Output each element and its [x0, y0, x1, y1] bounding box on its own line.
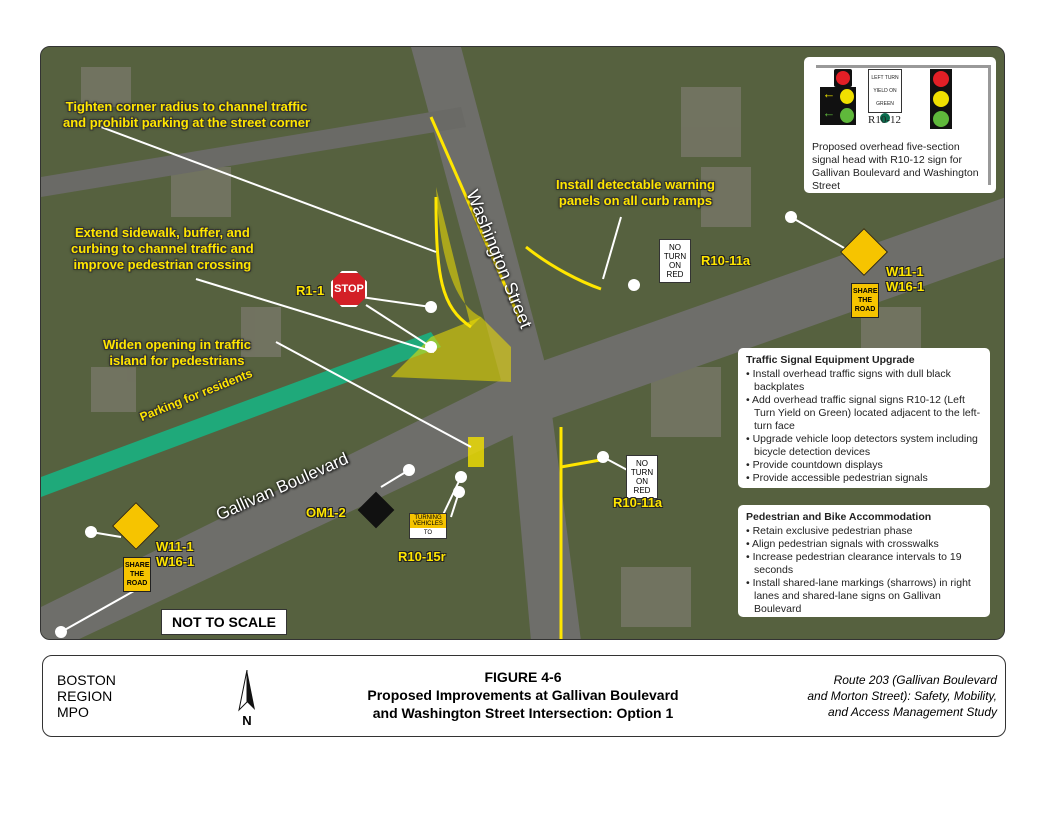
not-to-scale-label: NOT TO SCALE	[161, 609, 287, 635]
figure-number: FIGURE 4-6	[484, 669, 562, 685]
ped-bike-accommodation-box: Pedestrian and Bike Accommodation Retain…	[738, 505, 990, 617]
traffic-box-title: Traffic Signal Equipment Upgrade	[746, 354, 915, 366]
annotation-corner-radius: Tighten corner radius to channel traffic…	[63, 99, 311, 130]
five-section-signal-icon: ←←	[820, 87, 856, 125]
list-item: Align pedestrian signals with crosswalks	[746, 538, 982, 551]
sign-code-r10-11a-bottom: R10-11a	[613, 495, 663, 510]
stop-sign: STOP	[331, 271, 367, 307]
signal-head-legend: ←← LEFT TURN YIELD ON GREEN R10-12 Propo…	[804, 57, 996, 193]
list-item: Install overhead traffic signs with dull…	[746, 368, 982, 394]
share-the-road-sign-right: SHARE THE ROAD	[851, 283, 879, 318]
parking-lane	[41, 332, 441, 497]
sign-code-r10-15r: R10-15r	[398, 549, 446, 564]
no-turn-on-red-sign-top: NO TURN ON RED	[659, 239, 691, 283]
annotation-widen-island: Widen opening in traffic island for pede…	[103, 337, 251, 368]
study-line3: and Access Management Study	[828, 705, 997, 719]
org-name: BOSTON REGION MPO	[57, 672, 116, 720]
traffic-signal-upgrade-box: Traffic Signal Equipment Upgrade Install…	[738, 348, 990, 488]
figure-title-line2: and Washington Street Intersection: Opti…	[372, 705, 674, 721]
signal-legend-caption: Proposed overhead five-section signal he…	[812, 141, 979, 192]
sign-code-w11-1-right: W11-1	[886, 264, 924, 279]
north-arrow-icon: N	[235, 669, 259, 728]
three-section-signal-icon	[930, 69, 952, 129]
figure-caption: BOSTON REGION MPO N FIGURE 4-6 Proposed …	[42, 655, 1006, 737]
sign-code-w16-1-left: W16-1	[156, 554, 195, 569]
proposed-sidewalk-area	[391, 317, 511, 382]
turning-vehicles-yield-sign: TURNING VEHICLES TO	[409, 513, 447, 539]
list-item: Provide countdown displays	[746, 459, 982, 472]
list-item: Retain exclusive pedestrian phase	[746, 525, 982, 538]
list-item: Provide accessible pedestrian signals	[746, 472, 982, 485]
sign-code-w11-1-left: W11-1	[156, 539, 194, 554]
sign-code-w16-1-right: W16-1	[886, 279, 925, 294]
r10-12-code: R10-12	[868, 114, 901, 126]
study-line1: Route 203 (Gallivan Boulevard	[833, 673, 997, 687]
annotation-warning-panels: Install detectable warning panels on all…	[556, 177, 715, 208]
aerial-map: Washington Street Gallivan Boulevard Par…	[40, 46, 1005, 640]
sign-code-r1-1: R1-1	[296, 283, 325, 298]
sign-code-r10-11a-top: R10-11a	[701, 253, 751, 268]
sign-code-om1-2: OM1-2	[306, 505, 346, 520]
list-item: Add overhead traffic signal signs R10-12…	[746, 394, 982, 433]
list-item: Install shared-lane markings (sharrows) …	[746, 577, 982, 616]
list-item: Upgrade vehicle loop detectors system in…	[746, 433, 982, 459]
r10-12-sign: LEFT TURN YIELD ON GREEN	[868, 69, 902, 123]
share-the-road-sign-left: SHARE THE ROAD	[123, 557, 151, 592]
study-line2: and Morton Street): Safety, Mobility,	[807, 689, 997, 703]
figure-title-line1: Proposed Improvements at Gallivan Boulev…	[367, 687, 679, 703]
no-turn-on-red-sign-bottom: NO TURN ON RED	[626, 455, 658, 499]
list-item: Increase pedestrian clearance intervals …	[746, 551, 982, 577]
annotation-extend-sidewalk: Extend sidewalk, buffer, and curbing to …	[71, 225, 254, 272]
ped-box-title: Pedestrian and Bike Accommodation	[746, 511, 932, 523]
